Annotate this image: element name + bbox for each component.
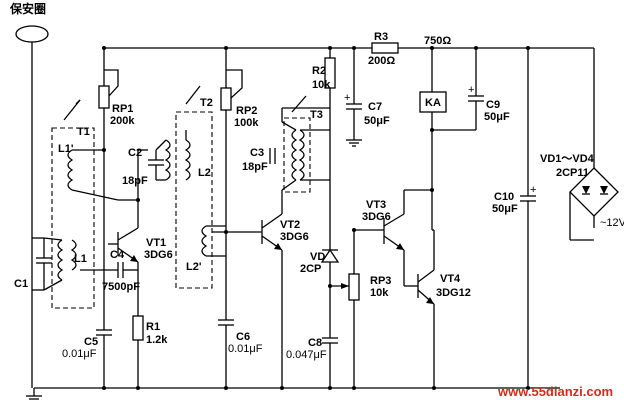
svg-text:+: + xyxy=(530,184,536,196)
rp2-value: 100k xyxy=(234,117,259,129)
supply-voltage-partial: ~12V xyxy=(600,217,624,229)
capacitor-c6 xyxy=(218,319,234,326)
c7-label: C7 xyxy=(368,101,382,113)
t3-transformer-box xyxy=(283,117,311,193)
c5-label: C5 xyxy=(84,336,98,348)
potentiometer-rp3 xyxy=(348,273,360,301)
c8-label: C8 xyxy=(308,337,322,349)
transistor-vt3 xyxy=(383,213,405,251)
c3-value: 18pF xyxy=(242,161,268,173)
potentiometer-rp1 xyxy=(98,85,110,109)
t2-transformer-box xyxy=(175,111,213,289)
l1-label: L1 xyxy=(74,253,87,265)
t2-label: T2 xyxy=(200,97,213,109)
c6-label: C6 xyxy=(236,331,250,343)
coil-l1 xyxy=(57,239,64,281)
r2-label: R2 xyxy=(312,65,326,77)
capacitor-c1 xyxy=(32,237,52,291)
potentiometer-rp2 xyxy=(220,87,232,111)
c9-value: 50μF xyxy=(484,111,510,123)
c10-value: 50μF xyxy=(492,203,518,215)
t3-label: T3 xyxy=(310,109,323,121)
junction-dots xyxy=(102,46,530,390)
l2-label: L2 xyxy=(198,167,211,179)
vt1-type: 3DG6 xyxy=(144,249,173,261)
watermark: www.55dianzi.com xyxy=(497,384,613,399)
coil-t3-secondary xyxy=(298,129,305,181)
ground-c7 xyxy=(346,139,362,147)
vt4-type: 3DG12 xyxy=(436,287,471,299)
l1-prime-label: L1' xyxy=(58,143,74,155)
c8-value: 0.047μF xyxy=(286,349,327,361)
coil-l1-secondary xyxy=(70,239,77,271)
vt3-label: VT3 xyxy=(366,199,386,211)
t3-tuning-arrow xyxy=(291,95,307,113)
capacitor-c3 xyxy=(269,148,276,164)
coil-l2-primary xyxy=(164,139,171,181)
vd-label: VD xyxy=(310,251,325,263)
vt3-type: 3DG6 xyxy=(362,211,391,223)
relay-ka xyxy=(419,91,447,113)
c2-label: C2 xyxy=(128,147,142,159)
t1-transformer-box xyxy=(51,127,95,309)
c1-label: C1 xyxy=(14,278,28,290)
c4-value: 7500pF xyxy=(102,281,140,293)
antenna-loop-icon xyxy=(15,25,49,43)
svg-text:+: + xyxy=(344,92,350,104)
c2-value: 18pF xyxy=(122,175,148,187)
r3-value: 200Ω xyxy=(368,55,395,67)
svg-text:+: + xyxy=(468,84,474,96)
transistor-vt4 xyxy=(417,269,435,305)
coil-l2 xyxy=(184,139,191,181)
c7-value: 50μF xyxy=(364,115,390,127)
c6-value: 0.01μF xyxy=(228,343,263,355)
rp2-wiper xyxy=(226,69,243,99)
r1-value: 1.2k xyxy=(146,334,168,346)
c10-label: C10 xyxy=(494,191,514,203)
c9-label: C9 xyxy=(486,99,500,111)
l2-prime-label: L2' xyxy=(186,261,202,273)
r2-value: 10k xyxy=(312,79,331,91)
ground-symbol xyxy=(26,388,42,400)
vd-type: 2CP xyxy=(300,263,321,275)
antenna-label: 保安圈 xyxy=(9,1,46,16)
c5-value: 0.01μF xyxy=(62,348,97,360)
rp2-label: RP2 xyxy=(236,105,257,117)
r3-label: R3 xyxy=(374,31,388,43)
rp3-value: 10k xyxy=(370,287,389,299)
vd14-type: 2CP11 xyxy=(556,167,589,179)
vt1-label: VT1 xyxy=(146,237,166,249)
rp1-wiper xyxy=(104,69,119,97)
r1-label: R1 xyxy=(146,321,160,333)
vt2-type: 3DG6 xyxy=(280,231,309,243)
rp3-label: RP3 xyxy=(370,275,391,287)
capacitor-c4 xyxy=(117,262,124,278)
bridge-rectifier xyxy=(569,167,619,217)
t1-label: T1 xyxy=(77,126,90,138)
vt4-label: VT4 xyxy=(440,273,461,285)
c3-label: C3 xyxy=(250,147,264,159)
t2-tuning-arrow xyxy=(185,85,201,105)
coil-l1-prime xyxy=(67,149,74,191)
coil-l2-prime xyxy=(201,225,208,257)
ka-label: KA xyxy=(425,97,441,109)
vd14-label: VD1～VD4 xyxy=(540,153,595,165)
rp1-label: RP1 xyxy=(112,103,133,115)
ka-resistance: 750Ω xyxy=(424,35,451,47)
capacitor-c2 xyxy=(148,159,164,166)
capacitor-c7: + xyxy=(344,92,362,110)
c4-label: C4 xyxy=(110,249,125,261)
transistor-vt2 xyxy=(261,213,283,251)
capacitor-c5 xyxy=(96,329,112,336)
rp1-value: 200k xyxy=(110,115,135,127)
capacitor-c8 xyxy=(322,337,338,344)
vt2-label: VT2 xyxy=(280,219,300,231)
resistor-r1 xyxy=(132,315,144,341)
coil-t3-primary xyxy=(291,129,298,181)
resistor-r3 xyxy=(371,42,399,54)
